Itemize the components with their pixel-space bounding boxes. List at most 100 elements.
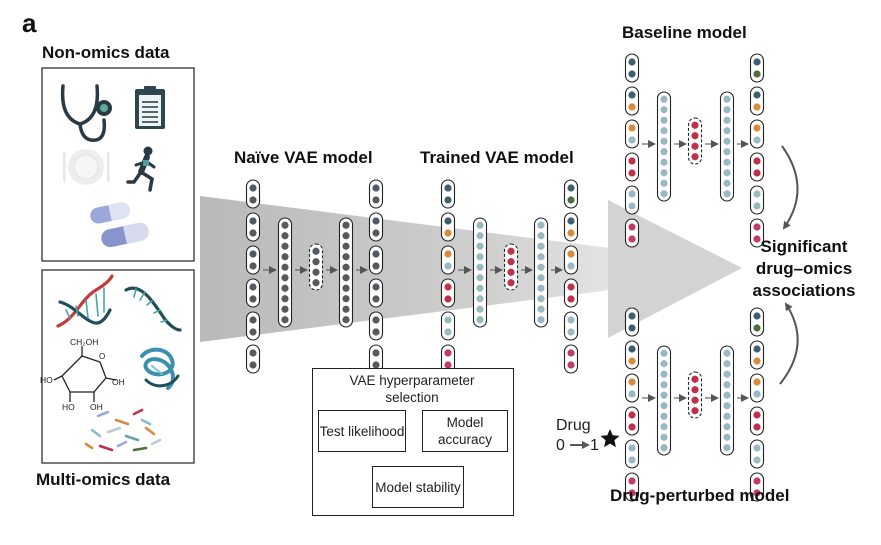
perturbed-output-group [749, 340, 765, 370]
network-node [660, 412, 668, 420]
microbes-icon [84, 408, 162, 452]
network-node [691, 396, 699, 404]
network-node [660, 169, 668, 177]
network-node [372, 229, 380, 237]
network-node [249, 184, 257, 192]
network-node [723, 106, 731, 114]
network-node [372, 295, 380, 303]
network-node [691, 386, 699, 394]
network-node [342, 221, 350, 229]
network-node [281, 253, 289, 261]
network-node [342, 263, 350, 271]
network-node [567, 361, 575, 369]
network-node [723, 137, 731, 145]
trained-output-group [563, 179, 579, 209]
network-node [723, 148, 731, 156]
network-node [444, 283, 452, 291]
network-node [723, 391, 731, 399]
network-node [628, 423, 636, 431]
output-label: Significant drug–omics associations [752, 237, 856, 300]
network-node [476, 253, 484, 261]
glucose-molecule-icon: O [53, 346, 117, 402]
network-node [444, 184, 452, 192]
network-node [567, 229, 575, 237]
network-node [476, 221, 484, 229]
network-node [372, 349, 380, 357]
network-node [372, 217, 380, 225]
network-node [342, 284, 350, 292]
network-node [281, 284, 289, 292]
network-node [628, 58, 636, 66]
network-node [723, 423, 731, 431]
network-node [567, 262, 575, 270]
network-node [567, 250, 575, 258]
perturbed-input-group [624, 439, 640, 469]
network-node [660, 381, 668, 389]
network-node [249, 349, 257, 357]
network-node [628, 136, 636, 144]
naive-input-group [245, 344, 261, 374]
trained-output-group [563, 278, 579, 308]
network-node [628, 223, 636, 231]
network-node [507, 279, 515, 287]
network-node [753, 390, 761, 398]
network-node [628, 190, 636, 198]
dna-icon [56, 274, 114, 328]
glucose-ho-label: HO [40, 375, 53, 385]
network-node [753, 202, 761, 210]
trained-input-group [440, 245, 456, 275]
perturbed-input-group [624, 340, 640, 370]
network-node [537, 274, 545, 282]
perturbed-input-group [624, 373, 640, 403]
network-node [753, 190, 761, 198]
network-node [660, 391, 668, 399]
network-node [507, 247, 515, 255]
network-node [660, 433, 668, 441]
network-node [476, 316, 484, 324]
naive-output-group [368, 278, 384, 308]
multi-omics-title: Multi-omics data [36, 470, 171, 489]
baseline-input-group [624, 86, 640, 116]
network-node [444, 361, 452, 369]
network-node [628, 124, 636, 132]
network-node [628, 235, 636, 243]
panel-label: a [22, 8, 37, 38]
network-node [567, 316, 575, 324]
network-node [723, 169, 731, 177]
naive-input-group [245, 212, 261, 242]
network-node [537, 316, 545, 324]
network-node [444, 217, 452, 225]
perturbed-latent [687, 371, 703, 419]
naive-output-group [368, 212, 384, 242]
network-node [753, 357, 761, 365]
perturbed-input-group [624, 307, 640, 337]
network-node [723, 370, 731, 378]
network-node [281, 295, 289, 303]
hyperparameter-title: VAE hyperparameter selection [349, 373, 475, 405]
network-node [249, 250, 257, 258]
network-node [753, 103, 761, 111]
network-node [723, 360, 731, 368]
baseline-input-group [624, 218, 640, 248]
criterion-model-accuracy: Model accuracy [422, 410, 508, 452]
network-node [342, 295, 350, 303]
network-node [660, 116, 668, 124]
drug-to-value: 1 [590, 437, 599, 454]
network-node [444, 196, 452, 204]
network-node [723, 402, 731, 410]
network-node [660, 423, 668, 431]
network-node [249, 316, 257, 324]
network-node [753, 345, 761, 353]
network-node [249, 328, 257, 336]
network-node [444, 328, 452, 336]
naive-input-group [245, 245, 261, 275]
network-node [723, 433, 731, 441]
network-node [372, 184, 380, 192]
network-node [691, 375, 699, 383]
network-node [753, 324, 761, 332]
baseline-output-group [749, 86, 765, 116]
network-node [342, 242, 350, 250]
network-layers [245, 53, 765, 502]
criterion-label: Model accuracy [437, 415, 493, 447]
perturbed-input-group [624, 406, 640, 436]
